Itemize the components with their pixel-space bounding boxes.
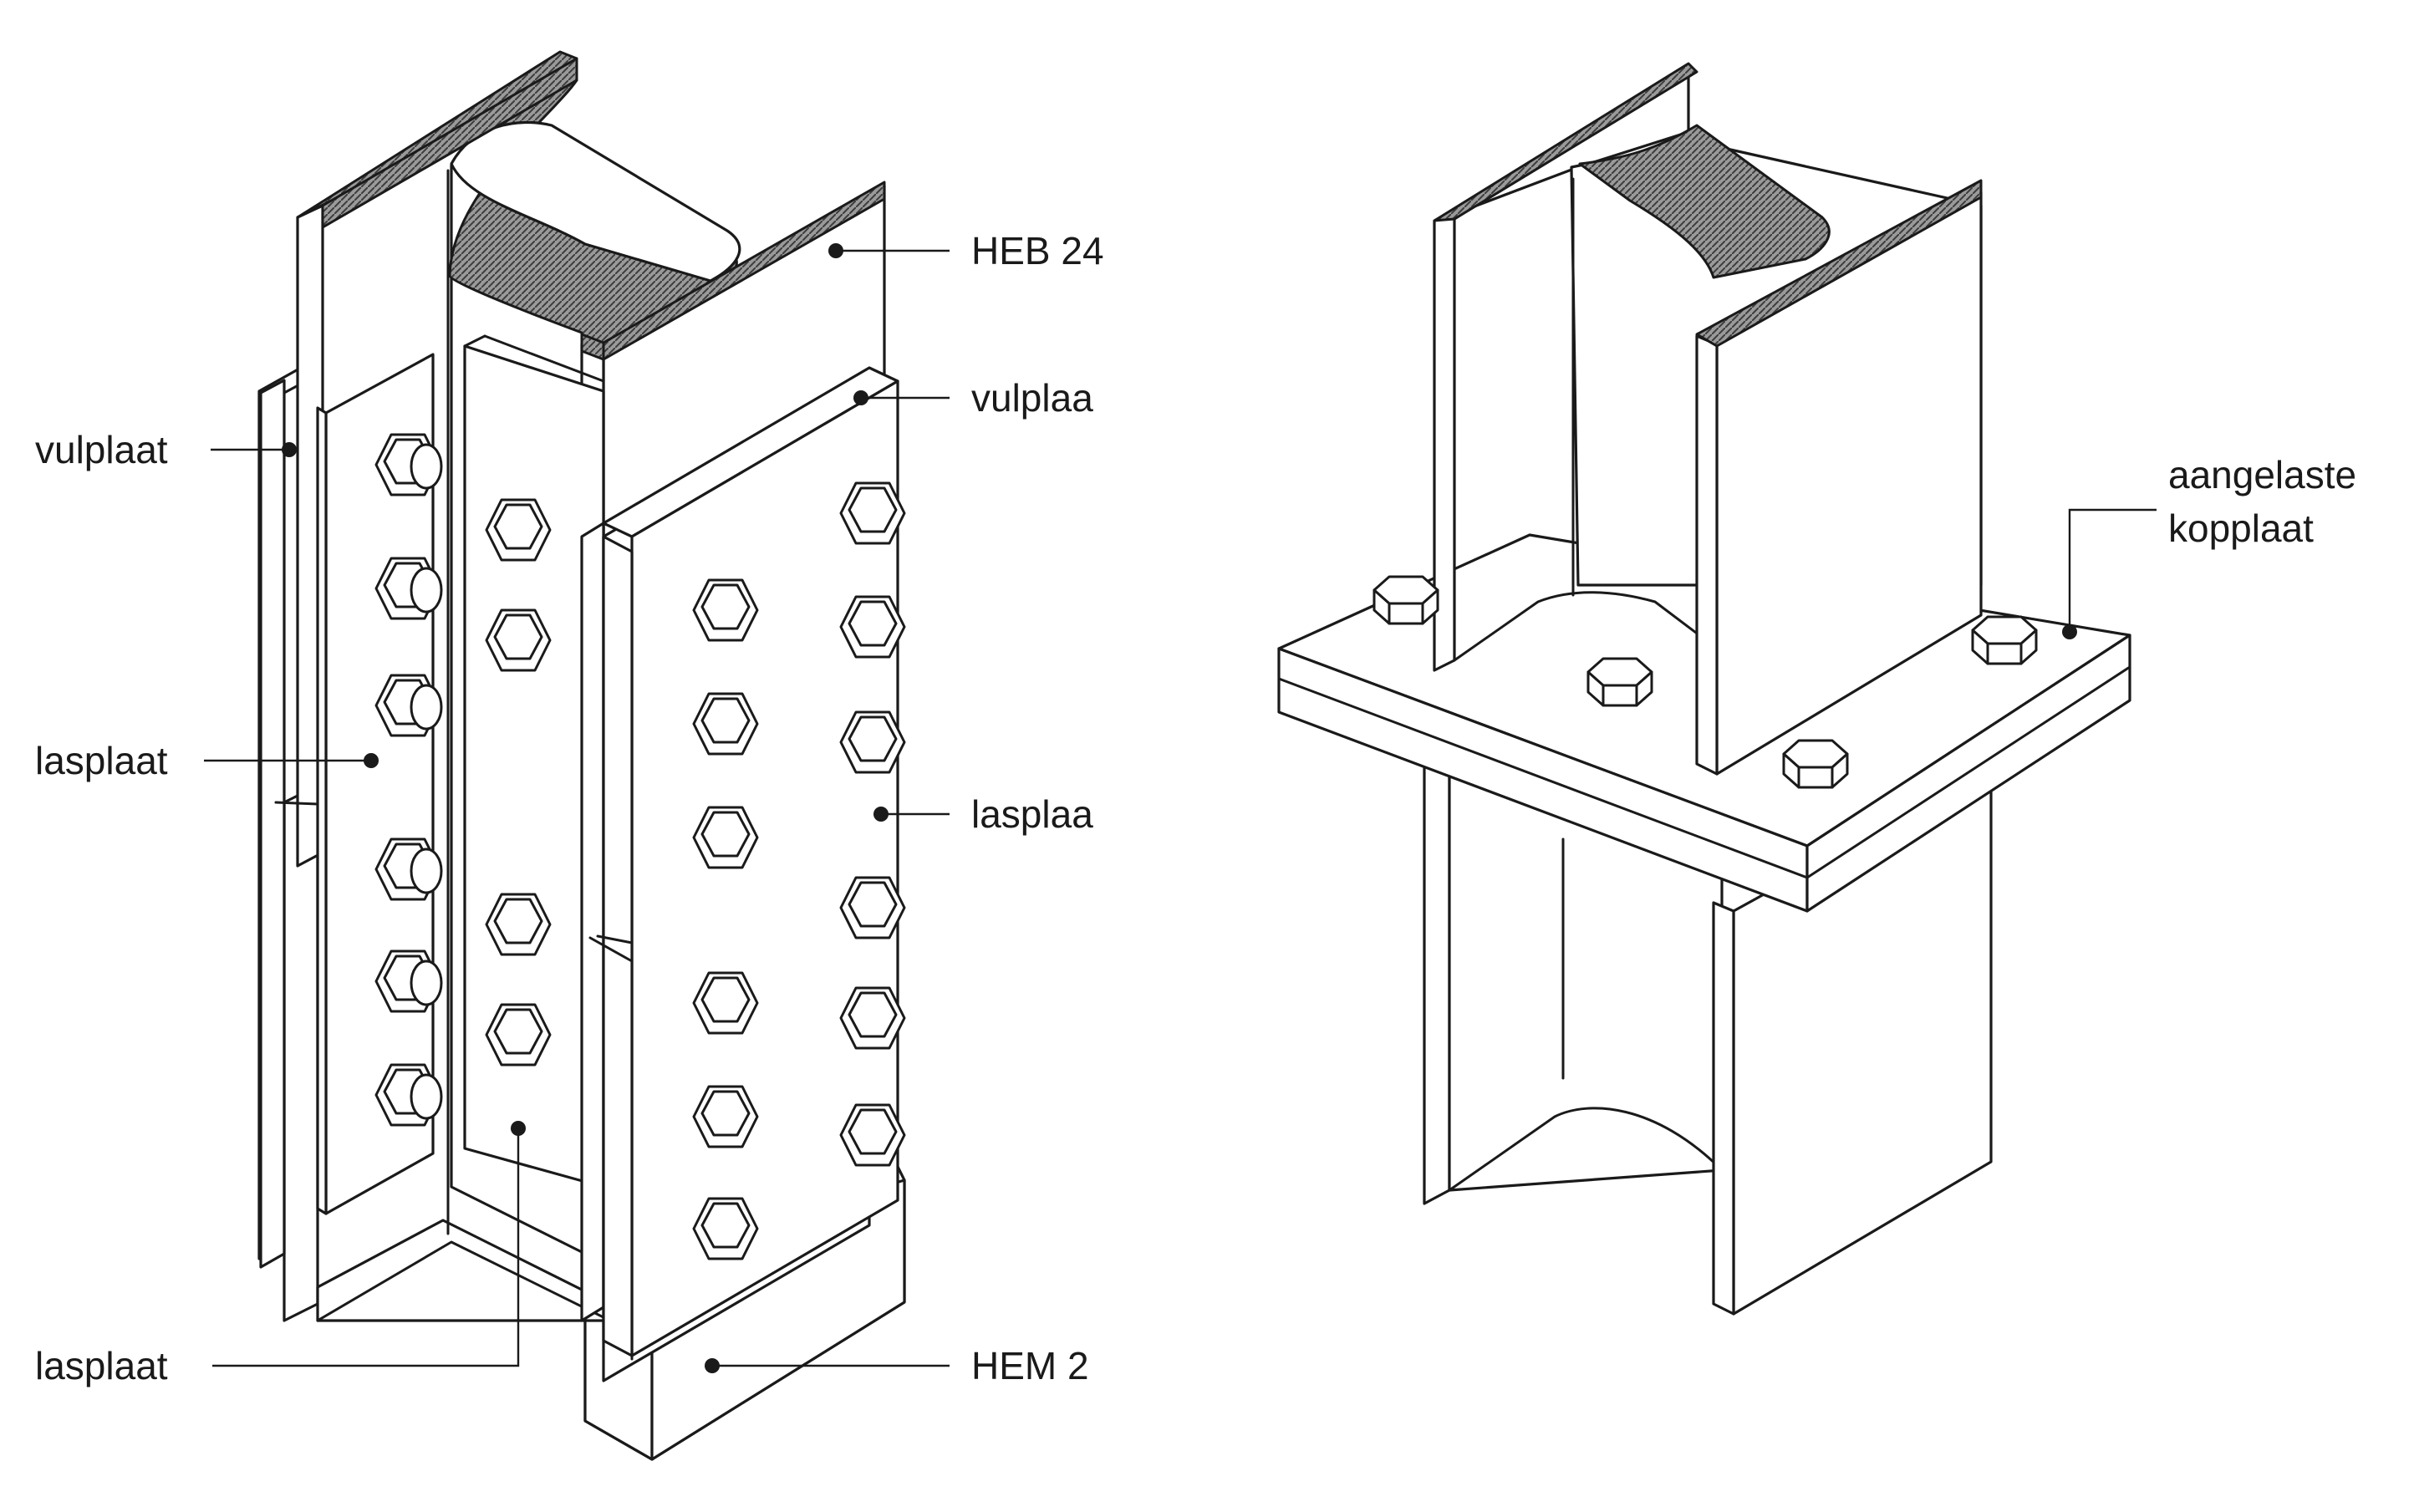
end-plate-bolts: [1372, 575, 2038, 789]
label-lasplaat-bottom: lasplaat: [35, 1344, 168, 1387]
label-kopplaat-2: kopplaat: [2168, 507, 2314, 550]
label-vulplaat-right: vulplaa: [971, 376, 1093, 420]
label-vulplaat-left: vulplaat: [35, 428, 168, 471]
end-plate-figure: aangelaste kopplaat: [1277, 62, 2356, 1316]
upper-column: [1433, 62, 1983, 776]
label-kopplaat-1: aangelaste: [2168, 453, 2356, 496]
bolted-splice-figure: HEB 24 vulplaa vulplaat lasplaat lasplaa…: [35, 50, 1104, 1461]
left-filler-plate: [259, 379, 309, 1269]
label-lasplaat-right: lasplaa: [971, 792, 1093, 836]
right-leader: [2062, 508, 2157, 639]
label-hem: HEM 2: [971, 1344, 1089, 1387]
left-leaders: [204, 243, 950, 1373]
label-heb: HEB 24: [971, 229, 1104, 272]
label-lasplaat-left: lasplaat: [35, 739, 168, 782]
